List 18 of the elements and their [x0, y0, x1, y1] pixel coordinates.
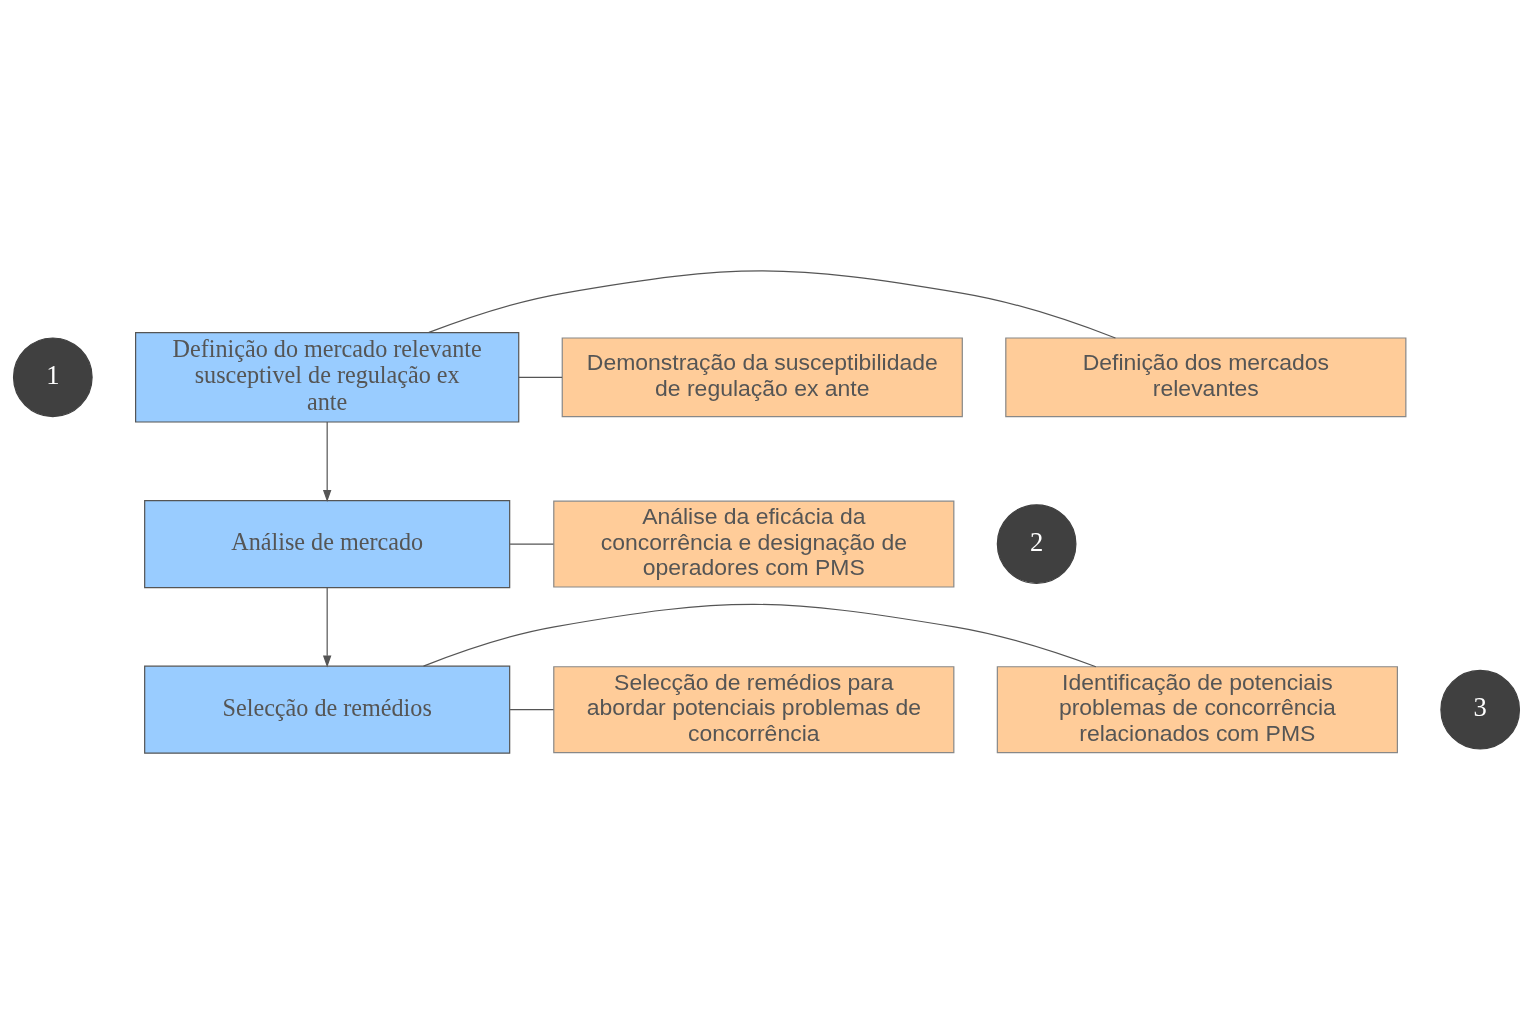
node-box: Análise de mercado [144, 499, 511, 588]
connector [422, 603, 1097, 667]
node-box: Identificação de potenciais problemas de concorrência relacionados com PMS [996, 665, 1398, 753]
node-box: Selecção de remédios [144, 665, 511, 754]
arrow [322, 421, 332, 502]
connector [509, 542, 554, 545]
node-circle: 1 [12, 336, 93, 417]
arrow [322, 586, 332, 667]
connector [428, 269, 1117, 339]
connector [518, 376, 563, 378]
node-box: Definição do mercado relevante susceptivel de regulação ex ante [135, 331, 520, 423]
node-box: Definição dos mercados relevantes [1005, 336, 1407, 417]
node-box: Análise da eficácia da concorrência e designação de operadores com PMS [553, 500, 955, 588]
node-circle: 3 [1440, 669, 1521, 750]
node-box: Selecção de remédios para abordar potenciais problemas de concorrência [553, 665, 955, 753]
node-box: Demonstração da susceptibilidade de regulação ex ante [561, 336, 963, 417]
connector [509, 708, 554, 710]
node-circle: 2 [996, 503, 1077, 584]
